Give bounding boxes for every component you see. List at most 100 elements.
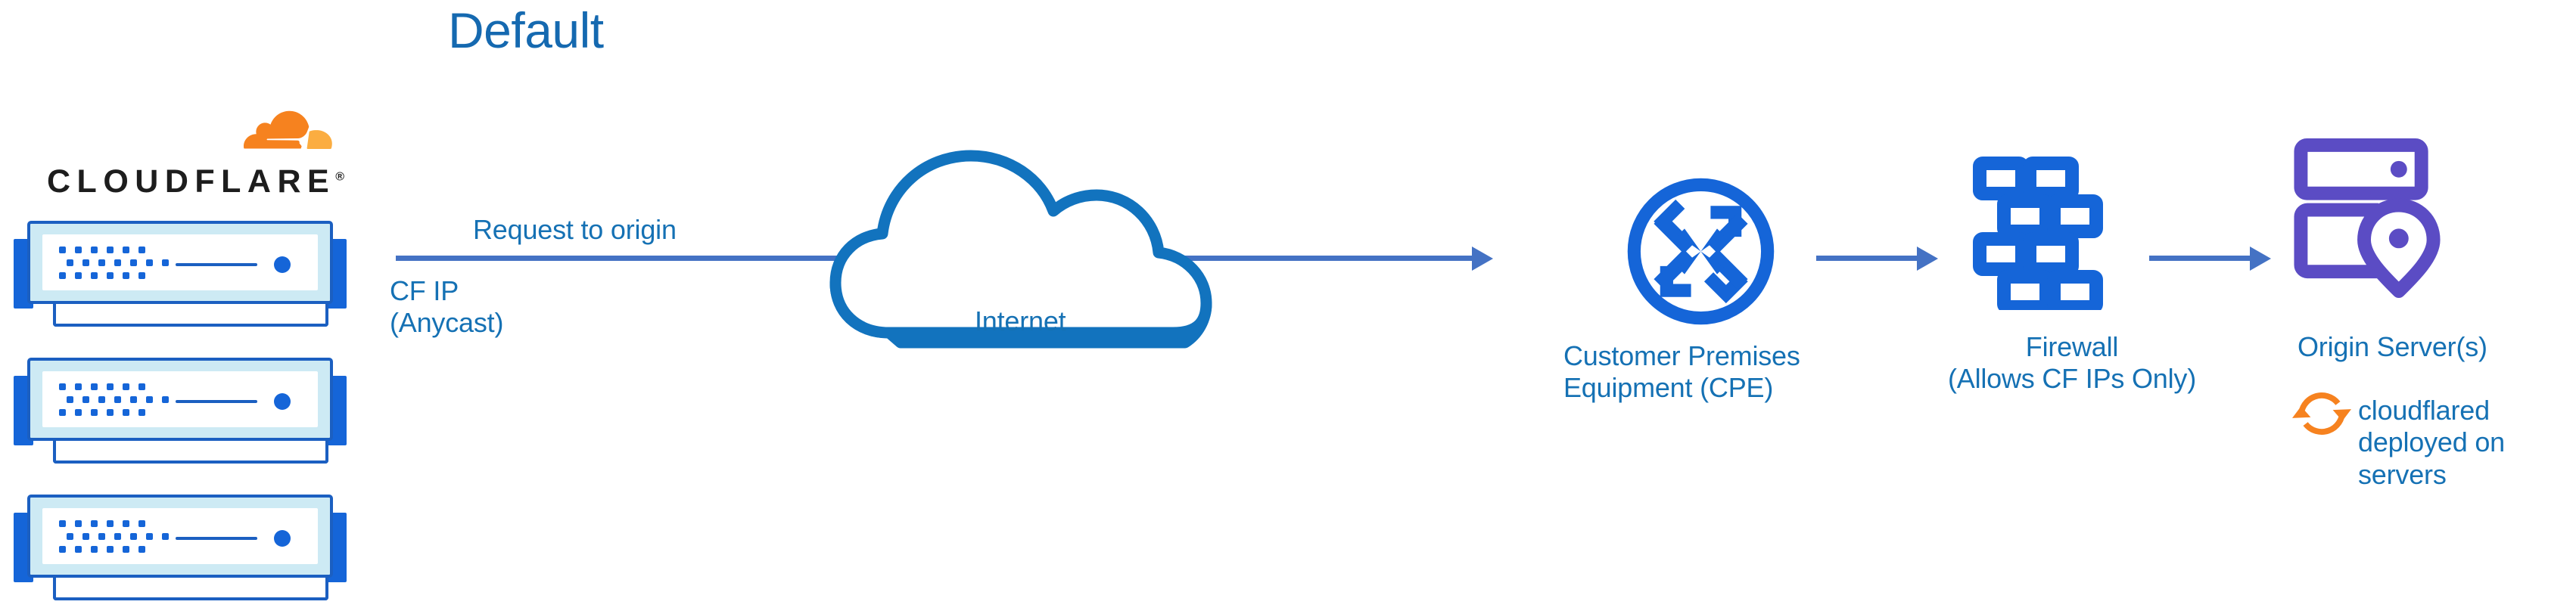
origin-server-node bbox=[2293, 136, 2444, 299]
switch-faceplate bbox=[42, 508, 318, 564]
network-switch-icon bbox=[14, 358, 347, 467]
switch-port-dot bbox=[91, 247, 98, 253]
switch-status-led bbox=[274, 393, 291, 410]
switch-port-dot bbox=[91, 383, 98, 390]
switch-port-dot bbox=[91, 546, 98, 553]
arrow-line-firewall-to-origin bbox=[2149, 256, 2251, 261]
switch-body bbox=[27, 358, 333, 441]
internet-label: Internet bbox=[975, 305, 1066, 336]
cloud-outline-icon bbox=[829, 150, 1212, 349]
switch-port-dot bbox=[82, 259, 89, 266]
network-switch-icon bbox=[14, 495, 347, 604]
switch-port-dot bbox=[162, 533, 169, 540]
switch-port-dot bbox=[130, 396, 137, 403]
switch-port-dot bbox=[138, 409, 145, 416]
switch-port-dot bbox=[75, 409, 82, 416]
switch-port-dot bbox=[114, 533, 121, 540]
switch-port-dot bbox=[107, 409, 114, 416]
cloudflare-logo: CLOUDFLARE® bbox=[15, 106, 371, 200]
switch-port-dot bbox=[114, 259, 121, 266]
firewall-node bbox=[1968, 151, 2134, 314]
switch-port-dot bbox=[75, 383, 82, 390]
switch-port-dot bbox=[59, 383, 66, 390]
sync-circular-arrows-icon bbox=[2292, 392, 2351, 435]
arrow-head-cf-to-cpe bbox=[1472, 247, 1493, 271]
switch-port-dot bbox=[59, 247, 66, 253]
switch-port-dot bbox=[82, 396, 89, 403]
switch-status-led bbox=[274, 530, 291, 547]
switch-port-dot bbox=[98, 259, 105, 266]
switch-port-dot bbox=[130, 259, 137, 266]
switch-port-dot bbox=[59, 546, 66, 553]
firewall-label: Firewall (Allows CF IPs Only) bbox=[1947, 331, 2197, 395]
page-title: Default bbox=[448, 2, 604, 58]
switch-port-dot bbox=[130, 533, 137, 540]
switch-port-dot bbox=[138, 383, 145, 390]
switch-port-dot bbox=[138, 247, 145, 253]
cpe-label: Customer Premises Equipment (CPE) bbox=[1563, 340, 1800, 404]
switch-body bbox=[27, 221, 333, 304]
arrow-line-cpe-to-firewall bbox=[1816, 256, 1918, 261]
switch-port-grid bbox=[59, 520, 169, 557]
cpe-node bbox=[1619, 170, 1782, 333]
switch-port-dot bbox=[114, 396, 121, 403]
switch-port-dot bbox=[107, 520, 114, 527]
switch-port-dot bbox=[98, 396, 105, 403]
cloudflared-deployed-label: cloudflared deployed on servers bbox=[2358, 395, 2505, 490]
switch-body bbox=[27, 495, 333, 578]
switch-indicator-line bbox=[176, 400, 257, 403]
switch-port-dot bbox=[75, 247, 82, 253]
switch-port-dot bbox=[67, 533, 73, 540]
switch-port-dot bbox=[107, 383, 114, 390]
switch-port-dot bbox=[107, 272, 114, 279]
request-to-origin-label: Request to origin bbox=[473, 214, 677, 245]
internet-cloud bbox=[817, 106, 1271, 363]
switch-port-dot bbox=[91, 409, 98, 416]
switch-port-dot bbox=[123, 520, 129, 527]
switch-port-dot bbox=[98, 533, 105, 540]
switch-port-dot bbox=[75, 272, 82, 279]
switch-port-dot bbox=[75, 546, 82, 553]
server-stack-location-pin-icon bbox=[2294, 138, 2441, 299]
switch-port-dot bbox=[146, 259, 153, 266]
switch-port-dot bbox=[107, 546, 114, 553]
origin-server-label: Origin Server(s) bbox=[2298, 331, 2487, 362]
switch-port-dot bbox=[67, 396, 73, 403]
switch-port-dot bbox=[123, 272, 129, 279]
cloudflare-wordmark: CLOUDFLARE® bbox=[47, 163, 344, 200]
switch-port-dot bbox=[59, 520, 66, 527]
router-circle-arrows-icon bbox=[1627, 178, 1775, 325]
switch-port-grid bbox=[59, 247, 169, 283]
switch-port-dot bbox=[123, 409, 129, 416]
arrow-head-cpe-to-firewall bbox=[1917, 247, 1938, 271]
switch-port-dot bbox=[138, 546, 145, 553]
switch-status-led bbox=[274, 256, 291, 273]
cloudflare-cloud-logo-icon bbox=[244, 110, 332, 149]
switch-indicator-line bbox=[176, 263, 257, 266]
arrow-head-firewall-to-origin bbox=[2250, 247, 2271, 271]
switch-faceplate bbox=[42, 371, 318, 427]
switch-port-dot bbox=[91, 520, 98, 527]
switch-indicator-line bbox=[176, 537, 257, 540]
switch-faceplate bbox=[42, 234, 318, 290]
switch-port-dot bbox=[138, 272, 145, 279]
switch-port-dot bbox=[123, 383, 129, 390]
cloudflare-wordmark-text: CLOUDFLARE bbox=[47, 163, 336, 200]
switch-port-dot bbox=[162, 396, 169, 403]
switch-port-grid bbox=[59, 383, 169, 420]
cloudflared-annotation-icon bbox=[2291, 384, 2352, 443]
switch-port-dot bbox=[67, 259, 73, 266]
switch-port-dot bbox=[146, 533, 153, 540]
switch-port-dot bbox=[138, 520, 145, 527]
switch-port-dot bbox=[91, 272, 98, 279]
switch-port-dot bbox=[82, 533, 89, 540]
switch-port-dot bbox=[123, 247, 129, 253]
network-switch-icon bbox=[14, 221, 347, 330]
brick-wall-icon bbox=[1973, 157, 2103, 314]
switch-port-dot bbox=[59, 409, 66, 416]
switch-port-dot bbox=[146, 396, 153, 403]
switch-port-dot bbox=[123, 546, 129, 553]
registered-trademark-mark: ® bbox=[335, 170, 344, 184]
switch-port-dot bbox=[107, 247, 114, 253]
